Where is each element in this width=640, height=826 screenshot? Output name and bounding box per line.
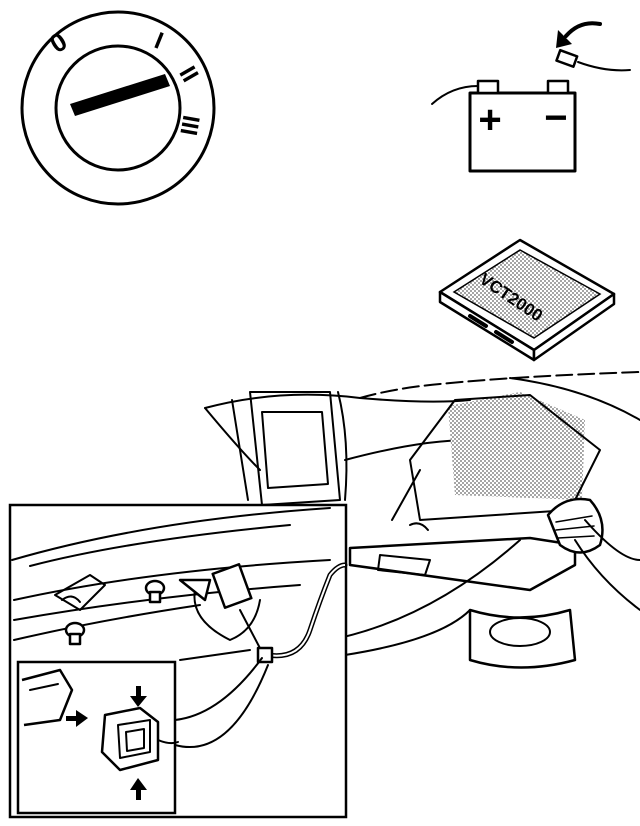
press-up-arrow-icon — [130, 778, 147, 800]
software-package-icon: VCT2000 — [438, 238, 616, 362]
pull-out-arrow-icon — [66, 710, 88, 727]
press-down-arrow-icon — [130, 686, 147, 707]
dashboard-illustration — [204, 371, 640, 669]
cable-terminal — [555, 48, 579, 68]
key-slot — [70, 74, 170, 116]
battery-icon: + − — [431, 48, 631, 173]
battery-negative-symbol: − — [544, 96, 567, 140]
ignition-switch-icon: 0 I II III — [20, 10, 216, 206]
ignition-position-1: I — [151, 27, 167, 55]
battery-positive-symbol: + — [478, 98, 501, 142]
ignition-position-2: II — [173, 62, 203, 87]
curved-arrow-icon — [556, 21, 602, 48]
connector-detail-inset — [16, 657, 269, 815]
glovebox-shading — [448, 392, 585, 500]
ignition-position-3: III — [174, 113, 204, 137]
